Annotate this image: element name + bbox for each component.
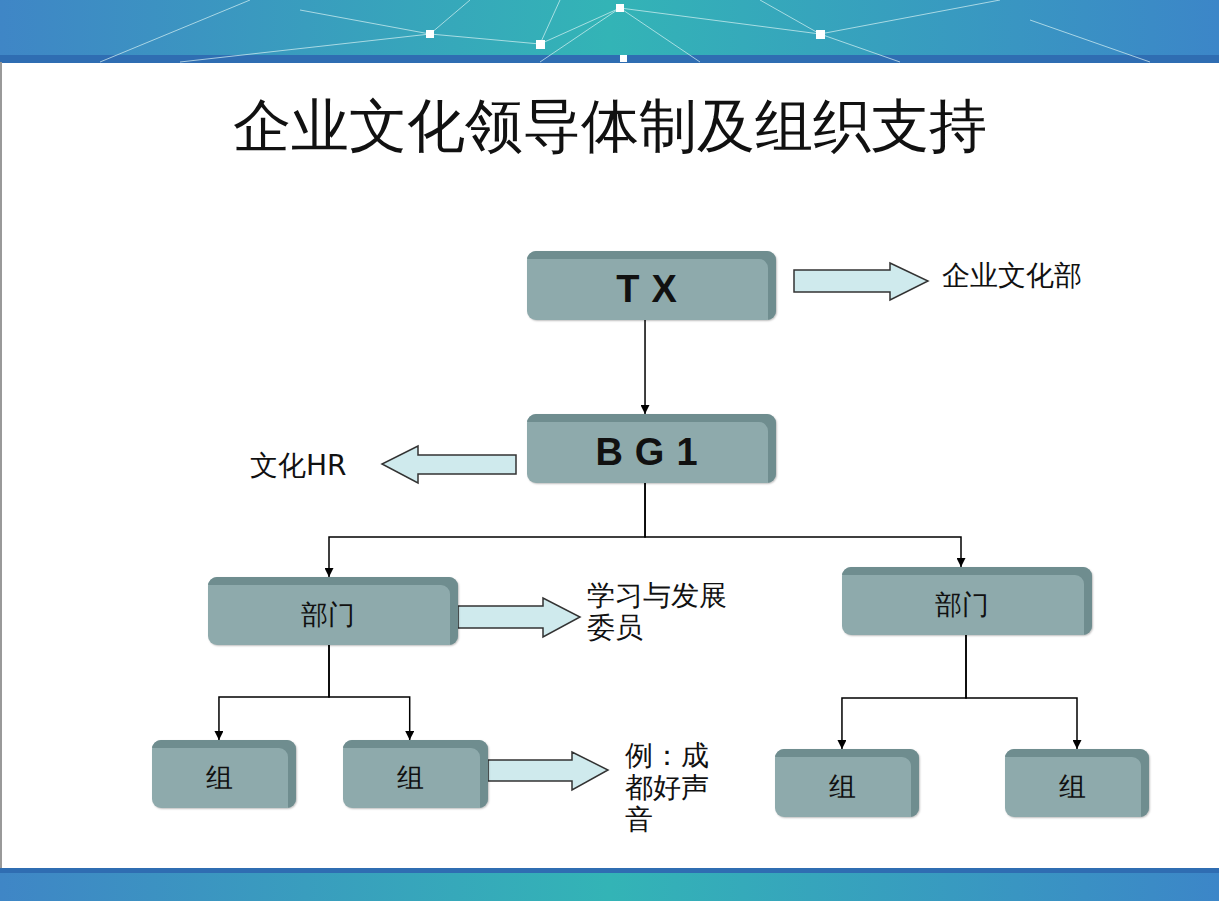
- connector: [329, 483, 645, 577]
- callout-label: 例：成都好声音: [625, 740, 719, 837]
- org-box: BG1: [527, 414, 776, 483]
- connector: [645, 483, 961, 567]
- box-label: 部门: [935, 587, 989, 623]
- title: 企业文化领导体制及组织支持: [0, 88, 1219, 166]
- callout-label: 企业文化部: [942, 260, 1112, 292]
- box-label: 组: [397, 760, 424, 796]
- callout-label: 学习与发展委员: [587, 580, 741, 644]
- connector: [966, 635, 1077, 749]
- block-arrow: [458, 598, 580, 637]
- org-box: 部门: [842, 567, 1092, 635]
- box-label: 部门: [301, 597, 355, 633]
- org-box: TX: [527, 251, 776, 320]
- connector: [842, 635, 966, 749]
- block-arrow: [488, 752, 608, 790]
- box-label: 组: [1059, 769, 1086, 805]
- block-arrow: [794, 263, 928, 300]
- box-label: BG1: [595, 431, 709, 474]
- org-box: 组: [343, 740, 488, 808]
- connector: [219, 645, 329, 740]
- org-box: 组: [775, 749, 919, 817]
- box-label: 组: [829, 769, 856, 805]
- connector: [644, 320, 646, 414]
- box-label: 组: [206, 760, 233, 796]
- header-band: [0, 0, 1219, 63]
- footer-band: [0, 868, 1219, 901]
- box-label: TX: [616, 268, 689, 311]
- block-arrow: [382, 446, 516, 483]
- org-box: 部门: [208, 577, 458, 645]
- frame-line: [0, 62, 2, 868]
- org-box: 组: [152, 740, 296, 808]
- callout-label: 文化HR: [250, 450, 370, 482]
- connector: [329, 645, 410, 740]
- org-box: 组: [1005, 749, 1149, 817]
- block-arrows: [382, 263, 928, 790]
